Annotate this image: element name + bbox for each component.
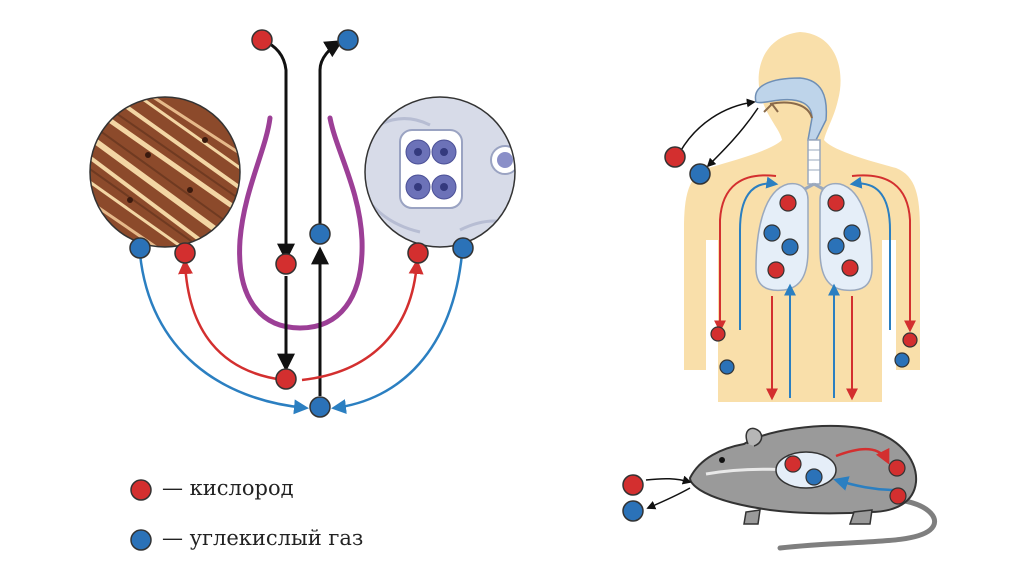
oxygen-molecule [622,474,644,496]
co2-molecule [452,237,474,259]
co2-molecule [309,223,331,245]
legend-co2-label: — углекислый газ [162,526,364,550]
oxygen-molecule [767,261,785,279]
co2-molecule [129,237,151,259]
oxygen-molecule [902,332,918,348]
co2-molecule [763,224,781,242]
co2-molecule [689,163,711,185]
legend-oxygen-label: — кислород [162,476,294,500]
legend-oxygen: — кислород [162,476,294,500]
co2-from-cells-arrow [331,253,464,414]
membrane-curve [237,115,365,331]
legend-oxygen-dot [130,479,152,501]
oxygen-molecule [827,194,845,212]
co2-molecule [805,468,823,486]
oxygen-inflow-arrow [261,38,295,262]
oxygen-molecule [710,326,726,342]
co2-molecule [827,237,845,255]
oxygen-molecule [251,29,273,51]
oxygen-molecule [841,259,859,277]
oxygen-molecule [275,368,297,390]
oxygen-molecule [174,242,196,264]
oxygen-molecule [784,455,802,473]
co2-molecule [843,224,861,242]
rat-tail [777,497,938,551]
legend-co2-dot [130,529,152,551]
oxygen-molecule [275,253,297,275]
co2-molecule [622,500,644,522]
oxygen-molecule [888,459,906,477]
legend-co2: — углекислый газ [162,526,363,550]
oxygen-to-cells-arrow [301,259,424,382]
oxygen-to-muscle-arrow [178,259,285,382]
co2-molecule [337,29,359,51]
co2-molecule [309,396,331,418]
oxygen-molecule [889,487,907,505]
rat-icon [645,425,938,551]
left-lung [755,182,809,292]
human-respiratory-icon [679,32,920,402]
rat-lung [775,451,837,489]
cell-tissue-icon [364,96,516,248]
muscle-tissue-icon [89,96,241,248]
co2-from-muscle-arrow [138,253,309,415]
oxygen-molecule [664,146,686,168]
co2-molecule [781,238,799,256]
co2-molecule [719,359,735,375]
co2-molecule [894,352,910,368]
co2-outflow-arrow [318,40,344,226]
oxygen-molecule [779,194,797,212]
oxygen-molecule [407,242,429,264]
